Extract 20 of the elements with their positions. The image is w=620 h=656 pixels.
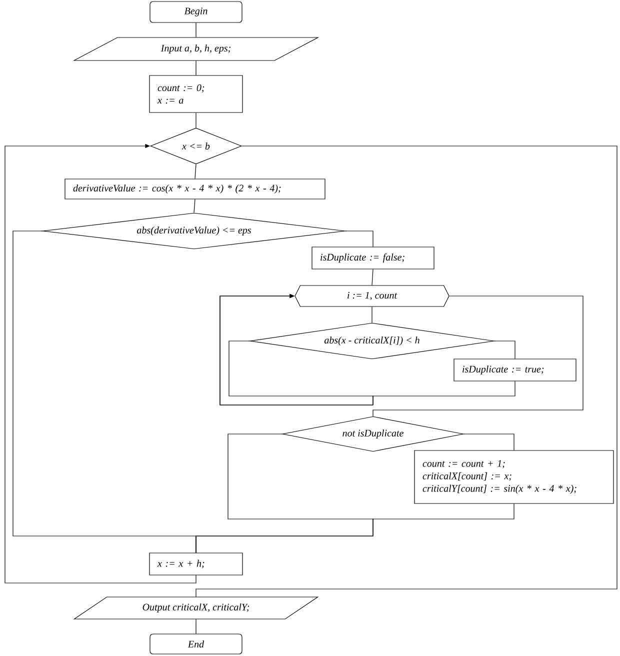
connector-line: [196, 146, 618, 597]
arrow: [4, 144, 196, 584]
terminal-box: End: [150, 634, 242, 654]
process-box: count := 0; x := a: [149, 75, 243, 113]
arrow: [220, 294, 516, 406]
process-box: count := count + 1; criticalX[count] := x; criticalY[count] := sin(x * x - 4 * x);: [414, 450, 614, 504]
connector-line: [194, 164, 196, 179]
connector-line: [372, 296, 584, 416]
process-box: isDuplicate := true;: [454, 358, 576, 382]
connector-line: [464, 434, 514, 450]
process-box: derivativeValue := cos(x * x - 4 * x) * (2 * x - 4);: [64, 178, 326, 200]
connector-line: [494, 340, 516, 359]
connector-line: [194, 199, 196, 213]
connector-line: [12, 230, 196, 553]
process-box: isDuplicate := false;: [312, 246, 434, 270]
terminal-box: Begin: [150, 1, 242, 23]
connector-line: [345, 230, 374, 247]
loop-hexagon: i := 1, count: [294, 285, 450, 307]
process-box: x := x + h;: [149, 552, 243, 576]
connector-line: [372, 269, 374, 286]
